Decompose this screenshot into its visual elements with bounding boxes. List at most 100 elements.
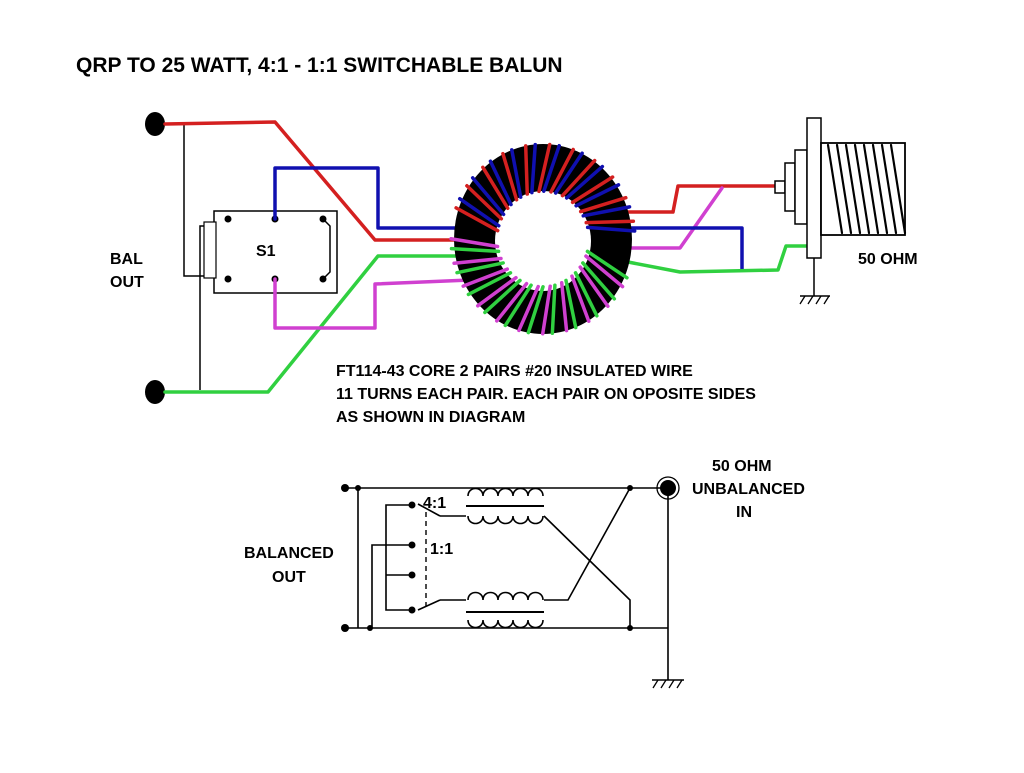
schematic: 4:1 1:1 BALANCED OUT 50 OHM UNBALANCED I… [244, 458, 805, 689]
toroid-winding-turn [570, 175, 615, 205]
bal-out-terminal-top [145, 112, 165, 136]
switch-side-tab [203, 221, 217, 279]
switch-wiring [385, 504, 412, 611]
toroid-winding-turn [540, 284, 552, 336]
toroid-windings [449, 142, 637, 336]
toroid-winding-turn [560, 158, 597, 198]
transformer-windings [467, 487, 544, 629]
toroid-winding-turn [581, 205, 632, 218]
ground-symbol-bottom [652, 679, 684, 689]
toroid-winding-turn [526, 285, 545, 335]
toroid-winding-turn [503, 283, 533, 328]
balanced-out-label-line2: OUT [272, 569, 306, 586]
switch-s1: S1 [203, 210, 338, 294]
toroid-winding-turn [578, 265, 610, 308]
toroid-winding-turn [517, 284, 540, 333]
toroid-winding-turn [550, 283, 557, 336]
connector-thread [871, 143, 889, 235]
balanced-out-label-line1: BALANCED [244, 545, 334, 562]
toroid-winding-turn [530, 142, 537, 195]
connector-thread [853, 143, 871, 235]
ground-symbol-top [799, 295, 830, 305]
connector-label: 50 OHM [858, 251, 918, 268]
toroid-winding-turn [570, 274, 591, 323]
switch-contact [224, 215, 232, 223]
crossover-lead [544, 487, 631, 601]
toroid-winding-turn [470, 176, 506, 217]
connector-flange [806, 117, 822, 259]
toroid-winding-turn [455, 261, 505, 275]
magenta-wire-left [273, 277, 472, 330]
toroid-winding-turn [510, 148, 523, 199]
toroid-winding-turn [578, 195, 628, 214]
connector-thread [844, 143, 862, 235]
toroid-winding-turn [466, 271, 513, 297]
note-line-2: 11 TURNS EACH PAIR. EACH PAIR ON OPOSITE… [336, 386, 756, 403]
toroid-winding-turn [584, 219, 636, 225]
pictorial-wiring: S1 BAL OUT [110, 112, 918, 426]
input-label-line3: IN [736, 504, 752, 521]
toroid-winding-turn [573, 271, 599, 318]
switch-label: S1 [256, 243, 276, 260]
toroid-winding-turn [481, 165, 510, 210]
coil [467, 515, 544, 525]
toroid-winding-turn [523, 144, 530, 196]
toroid-core [449, 142, 637, 336]
toroid-winding-turn [449, 236, 500, 249]
toroid-winding-turn [537, 142, 552, 194]
toroid-winding-turn [495, 281, 529, 323]
balanced-out-node-top [341, 484, 349, 492]
toroid-winding-turn [559, 280, 569, 333]
toroid-winding-turn [549, 147, 575, 194]
connector-thread [862, 143, 880, 235]
bal-out-label-line2: OUT [110, 274, 144, 291]
connector-thread [835, 143, 853, 235]
green-wire-right [626, 244, 812, 274]
toroid-winding-turn [457, 196, 501, 228]
connector-nut [794, 149, 808, 225]
coil [467, 619, 544, 629]
toroid-winding-turn [465, 184, 504, 221]
bal-out-terminal-bottom [145, 380, 165, 404]
toroid-winding-turn [584, 254, 625, 289]
toroid-winding-turn [585, 225, 637, 233]
connector-threads [826, 143, 907, 235]
input-label-line1: 50 OHM [712, 458, 772, 475]
ratio-1-1-label: 1:1 [430, 541, 453, 558]
toroid-winding-turn [564, 278, 578, 330]
red-wire-left [163, 120, 470, 242]
coil [467, 487, 544, 497]
switch-contact [224, 275, 232, 283]
toroid-winding-turn [553, 151, 584, 195]
toroid-winding-turn [476, 275, 518, 308]
jack-ring [656, 476, 680, 500]
ratio-4-1-label: 4:1 [423, 495, 446, 512]
switch-wiring [371, 544, 412, 628]
crossover-lead [543, 515, 631, 628]
connector-thread [880, 143, 898, 235]
note-line-3: AS SHOWN IN DIAGRAM [336, 409, 525, 426]
toroid-winding-turn [483, 278, 522, 315]
toroid-winding-turn [501, 151, 519, 202]
diagram-title: QRP TO 25 WATT, 4:1 - 1:1 SWITCHABLE BAL… [76, 54, 563, 77]
switch-arm-bottom [417, 599, 441, 611]
toroid-winding-turn [454, 206, 500, 233]
toroid-winding-turn [581, 261, 617, 301]
switch-jumper [322, 218, 331, 280]
coax-connector: 50 OHM [774, 117, 918, 305]
balanced-out-node-bottom [341, 624, 349, 632]
connector-thread [889, 143, 907, 235]
toroid-winding-turn [488, 159, 513, 207]
coil [467, 591, 544, 601]
blue-wire-right [626, 226, 744, 272]
toroid-winding-turn [564, 164, 605, 200]
toroid-winding-turn [452, 256, 503, 266]
green-wire-left [163, 254, 464, 394]
toroid-hole [495, 191, 591, 291]
toroid-winding-turn [449, 246, 501, 254]
blue-wire-left [273, 166, 472, 230]
connector-collar [784, 162, 796, 212]
switch-arm-top [417, 503, 441, 517]
